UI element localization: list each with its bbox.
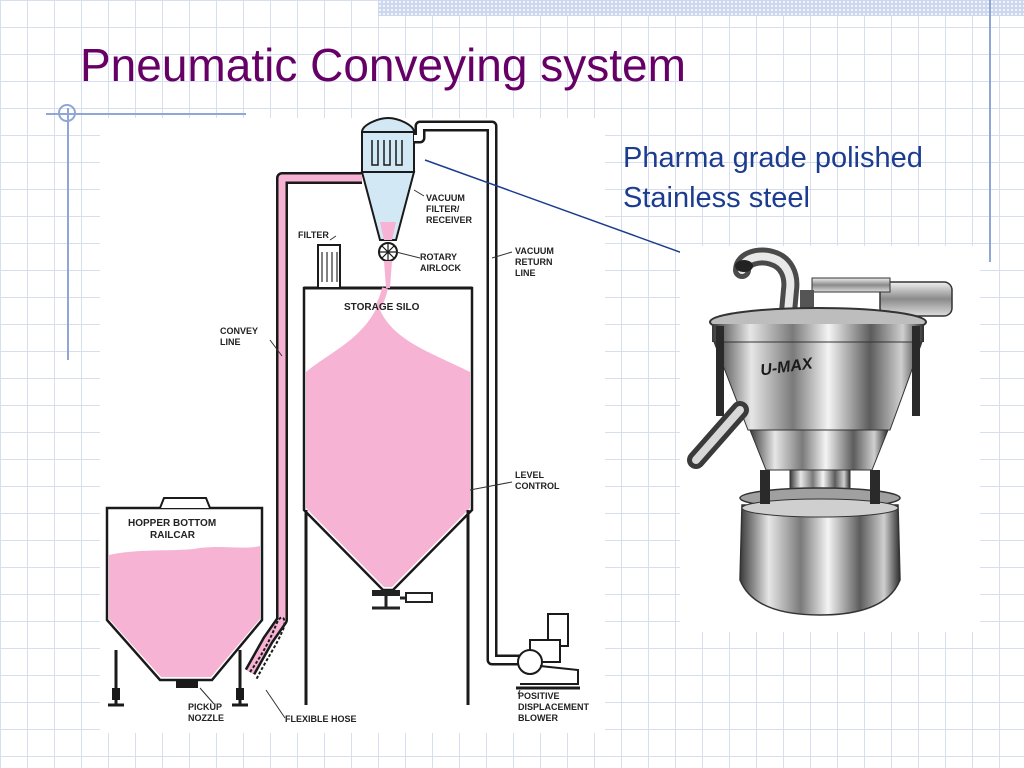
pd-blower — [516, 613, 580, 690]
steel-receiver-photo: U-MAX — [680, 246, 980, 632]
hopper-railcar — [105, 497, 264, 707]
material-note-line-2: Stainless steel — [623, 182, 810, 214]
label-vacuum-filter-2: FILTER/ — [426, 204, 460, 214]
label-blower-3: BLOWER — [518, 713, 558, 723]
decor-line-right — [989, 0, 991, 262]
top-decor-band — [378, 0, 1024, 16]
convey-line — [244, 172, 362, 681]
label-vacuum-filter-1: VACUUM — [426, 193, 465, 203]
label-hopper-2: RAILCAR — [150, 530, 196, 541]
material-note: Pharma grade polished Stainless steel — [623, 138, 923, 218]
vacuum-receiver — [360, 116, 416, 310]
silo-material — [306, 305, 470, 587]
leader-lines — [199, 189, 521, 719]
label-convey-line-1: CONVEY — [220, 326, 258, 336]
label-rotary-airlock-2: AIRLOCK — [420, 263, 461, 273]
label-pickup-2: NOZZLE — [188, 713, 224, 723]
pickup-nozzle — [176, 680, 198, 688]
label-vacuum-return-3: LINE — [515, 268, 536, 278]
decor-line-left — [67, 108, 69, 360]
decor-circle — [58, 104, 76, 122]
label-storage-silo: STORAGE SILO — [344, 302, 420, 313]
label-flexible-hose: FLEXIBLE HOSE — [285, 714, 357, 724]
decor-line-horizontal — [46, 113, 246, 115]
slide-title: Pneumatic Conveying system — [80, 39, 686, 91]
label-vacuum-return-2: RETURN — [515, 257, 553, 267]
label-blower-2: DISPLACEMENT — [518, 702, 590, 712]
material-note-line-1: Pharma grade polished — [623, 142, 923, 174]
storage-silo — [302, 286, 474, 610]
label-blower-1: POSITIVE — [518, 691, 560, 701]
label-level-control-2: CONTROL — [515, 481, 560, 491]
label-level-control-1: LEVEL — [515, 470, 545, 480]
label-pickup-1: PICKUP — [188, 702, 222, 712]
label-filter: FILTER — [298, 230, 329, 240]
label-vacuum-filter-3: RECEIVER — [426, 215, 473, 225]
label-rotary-airlock-1: ROTARY — [420, 252, 457, 262]
silo-filter — [317, 244, 341, 289]
vacuum-return-line — [414, 120, 520, 666]
label-convey-line-2: LINE — [220, 337, 241, 347]
label-vacuum-return-1: VACUUM — [515, 246, 554, 256]
railcar-material — [109, 546, 260, 677]
label-hopper-1: HOPPER BOTTOM — [128, 518, 216, 529]
